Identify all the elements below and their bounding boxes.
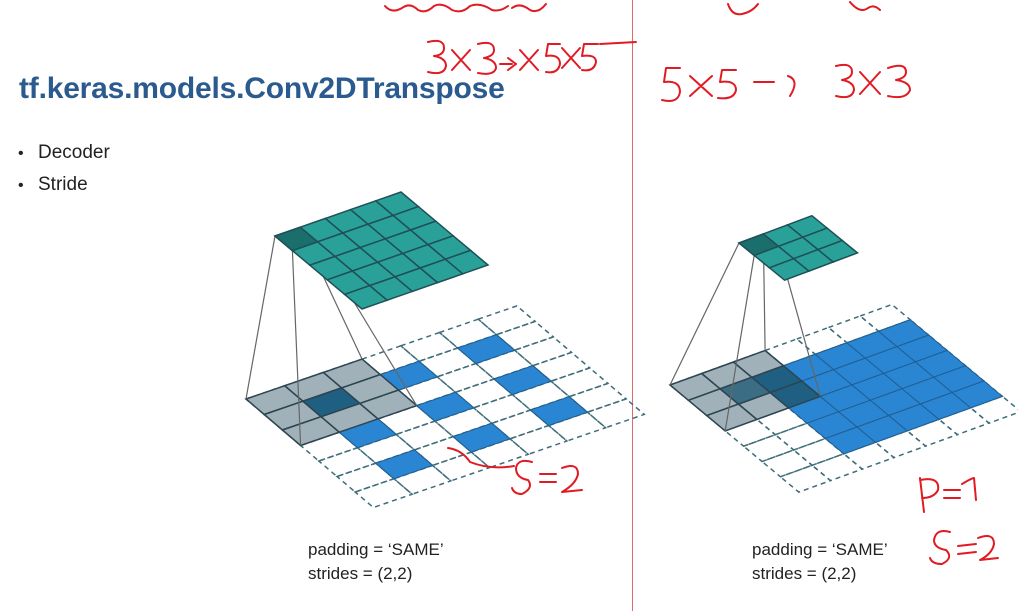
right-input-grid-cell	[810, 452, 864, 482]
right-projection-line	[724, 255, 755, 431]
slide-title: tf.keras.models.Conv2DTranspose	[19, 72, 505, 105]
left-input-grid-cell	[431, 451, 491, 482]
left-input-grid-cell	[508, 424, 569, 456]
left-input-grid-cell	[394, 420, 455, 451]
ink-scribble-top-right	[727, 1, 881, 16]
left-padding-label: padding = ‘SAME’	[308, 540, 444, 559]
left-output-active-cell	[273, 226, 320, 252]
left-stride-input-cell	[415, 391, 475, 422]
left-input-grid-cell	[513, 336, 573, 367]
left-stride-input-cell	[374, 449, 434, 480]
handwritten-annotations	[384, 1, 999, 565]
left-input-grid-cell	[353, 477, 414, 509]
right-input-grid-cell	[778, 464, 832, 493]
left-stride-input-cell	[493, 365, 552, 396]
left-strides-label: strides = (2,2)	[308, 564, 413, 583]
left-projection-line	[245, 235, 276, 400]
left-input-grid-cell	[435, 362, 496, 394]
left-diagram-caption: padding = ‘SAME’ strides = (2,2)	[308, 538, 444, 586]
left-stride-input-cell	[452, 422, 511, 453]
right-output-active-cell	[737, 233, 780, 257]
bullet-item-stride: •Stride	[18, 173, 110, 205]
right-diagram	[668, 214, 1018, 493]
vertical-divider-line	[632, 0, 633, 611]
right-output-grid-cell	[816, 239, 859, 263]
right-projection-line	[669, 242, 740, 386]
ink-s-equals-2-left	[447, 447, 583, 495]
left-diagram	[244, 191, 646, 509]
right-input-grid-cell	[760, 449, 814, 478]
left-input-grid-cell	[585, 398, 646, 429]
right-kernel-center-cell	[718, 376, 772, 405]
bullet-dot-icon: •	[18, 177, 24, 194]
left-kernel-center-cell	[301, 387, 362, 418]
left-output-grid-cell	[443, 249, 490, 275]
bullet-item-decoder: •Decoder	[18, 141, 110, 173]
bullet-dot-icon: •	[18, 145, 24, 162]
bullet-list: •Decoder •Stride	[18, 141, 110, 205]
ink-3x3-to-5x5	[427, 39, 637, 75]
ink-s-equals-2-right	[929, 530, 999, 565]
left-stride-input-cell	[529, 396, 589, 427]
ink-p-equals-1	[919, 477, 977, 513]
right-input-grid-cell	[742, 433, 796, 463]
right-strides-label: strides = (2,2)	[752, 564, 857, 583]
left-input-grid-cell	[399, 331, 460, 363]
ink-5x5-to-3x3	[661, 63, 911, 102]
right-diagram-caption: padding = ‘SAME’ strides = (2,2)	[752, 538, 888, 586]
right-input-cell	[951, 380, 1004, 409]
left-input-grid-cell	[476, 305, 537, 336]
left-input-grid-cell	[549, 367, 610, 398]
left-stride-input-cell	[456, 334, 516, 365]
left-projection-line	[291, 250, 302, 446]
left-input-grid-cell	[472, 393, 532, 425]
left-input-grid-cell	[317, 446, 378, 478]
ink-scribble-top-left	[384, 3, 547, 13]
right-padding-label: padding = ‘SAME’	[752, 540, 888, 559]
